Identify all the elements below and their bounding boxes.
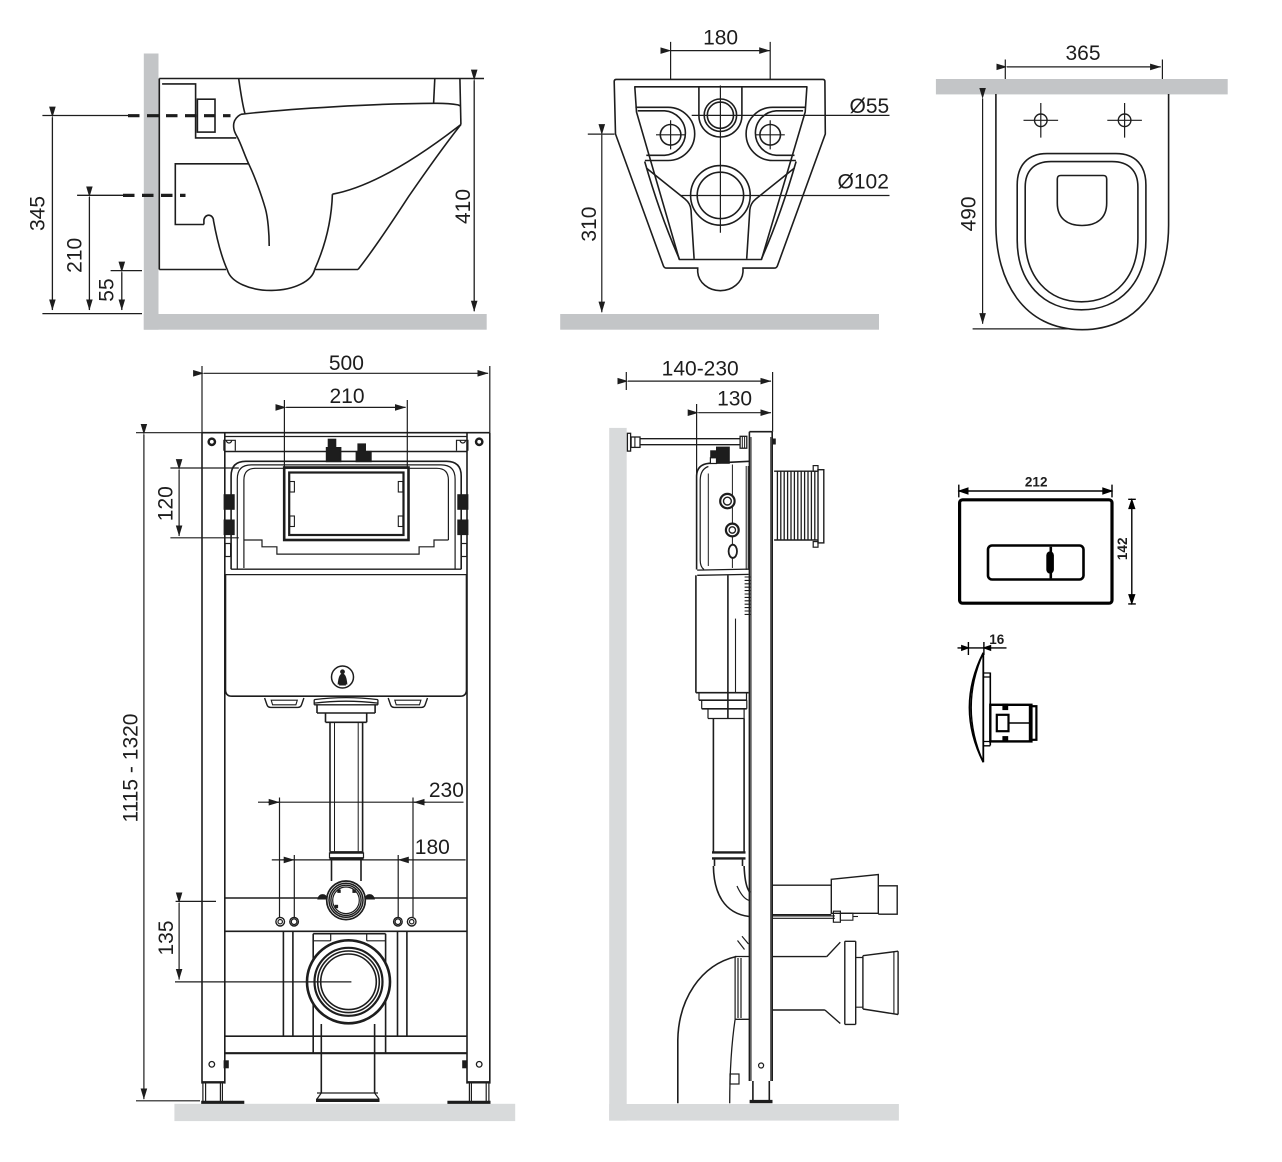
svg-text:Ø55: Ø55 [850, 95, 890, 118]
svg-text:142: 142 [1115, 538, 1130, 561]
svg-text:1115 - 1320: 1115 - 1320 [119, 714, 142, 823]
svg-text:180: 180 [415, 836, 450, 859]
svg-text:230: 230 [429, 779, 464, 802]
svg-text:365: 365 [1065, 42, 1100, 65]
svg-text:210: 210 [64, 238, 87, 273]
svg-text:Ø102: Ø102 [838, 171, 889, 194]
svg-text:345: 345 [27, 196, 50, 231]
svg-text:55: 55 [96, 278, 119, 301]
svg-text:410: 410 [452, 189, 475, 224]
svg-text:210: 210 [329, 385, 364, 408]
svg-text:140-230: 140-230 [662, 358, 739, 381]
svg-text:120: 120 [155, 486, 178, 521]
svg-text:310: 310 [578, 207, 601, 242]
svg-text:130: 130 [717, 387, 752, 410]
svg-text:212: 212 [1025, 475, 1048, 490]
svg-text:500: 500 [329, 352, 364, 375]
svg-text:180: 180 [703, 27, 738, 50]
svg-text:135: 135 [155, 920, 178, 955]
svg-text:16: 16 [989, 632, 1005, 647]
svg-text:490: 490 [957, 196, 980, 231]
